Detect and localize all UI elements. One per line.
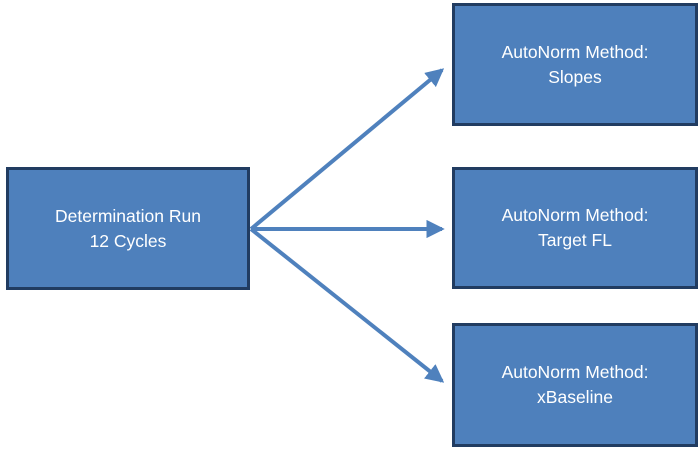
node-autonorm-target-fl: AutoNorm Method: Target FL xyxy=(452,167,698,289)
arrow-source-to-xbaseline xyxy=(249,227,445,383)
node-autonorm-slopes-line2: Slopes xyxy=(548,66,602,87)
node-autonorm-xbaseline-line2: xBaseline xyxy=(537,387,613,407)
node-autonorm-slopes: AutoNorm Method: Slopes xyxy=(452,3,698,126)
node-autonorm-target-fl-line1: AutoNorm Method: xyxy=(501,205,649,226)
node-determination-run-line2: 12 Cycles xyxy=(89,230,167,251)
node-autonorm-xbaseline-line1: AutoNorm Method: xyxy=(501,362,649,383)
node-determination-run-line1: Determination Run xyxy=(55,205,201,226)
arrow-source-to-slopes xyxy=(249,68,445,231)
node-autonorm-target-fl-line2: Target FL xyxy=(538,230,612,250)
node-autonorm-xbaseline: AutoNorm Method: xBaseline xyxy=(452,323,698,447)
node-determination-run: Determination Run 12 Cycles xyxy=(6,167,250,290)
node-autonorm-slopes-line1: AutoNorm Method: xyxy=(501,41,649,62)
